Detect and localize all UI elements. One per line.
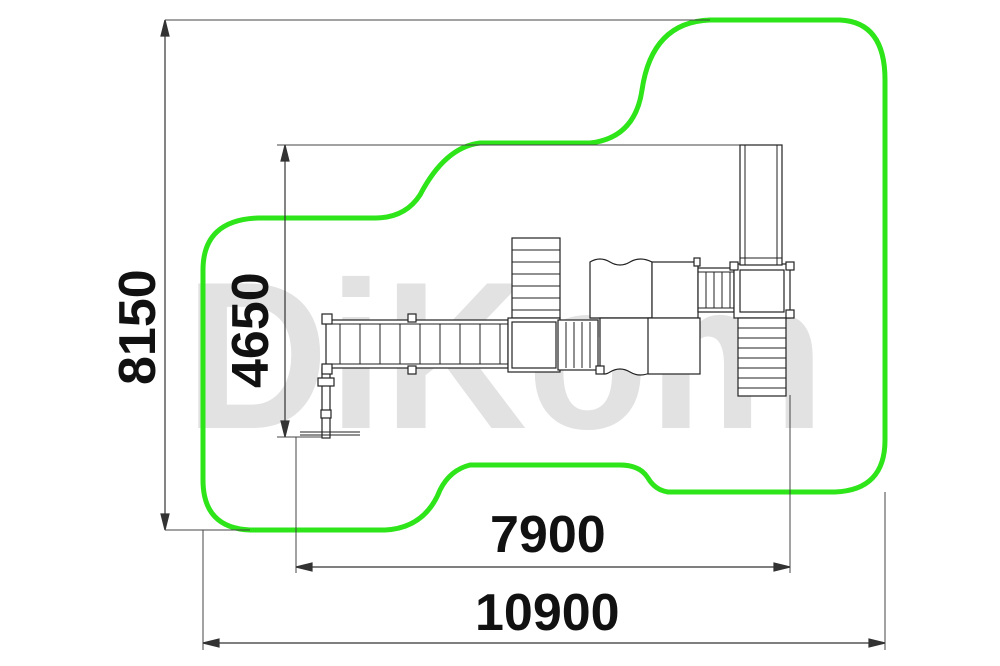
dimension-total-height: 8150 — [109, 269, 167, 385]
wavy-panel-lower — [595, 317, 701, 376]
tower-platform-right — [729, 261, 795, 319]
entry-post — [300, 367, 360, 439]
wavy-panel-upper — [589, 257, 701, 319]
climbing-ladder-upper — [511, 237, 561, 319]
slide — [739, 144, 783, 266]
dimension-structure-width: 7900 — [490, 506, 606, 564]
extension-lines — [165, 19, 886, 650]
tower-platform-left — [507, 317, 599, 373]
climbing-ladder-lower — [737, 317, 787, 397]
playground-structure — [300, 144, 795, 439]
dimension-total-width: 10900 — [475, 584, 620, 642]
dimension-lines — [160, 19, 886, 648]
connector-bridge — [697, 267, 735, 313]
horizontal-ladder-bridge — [321, 313, 509, 375]
dimension-structure-height: 4650 — [222, 272, 280, 388]
